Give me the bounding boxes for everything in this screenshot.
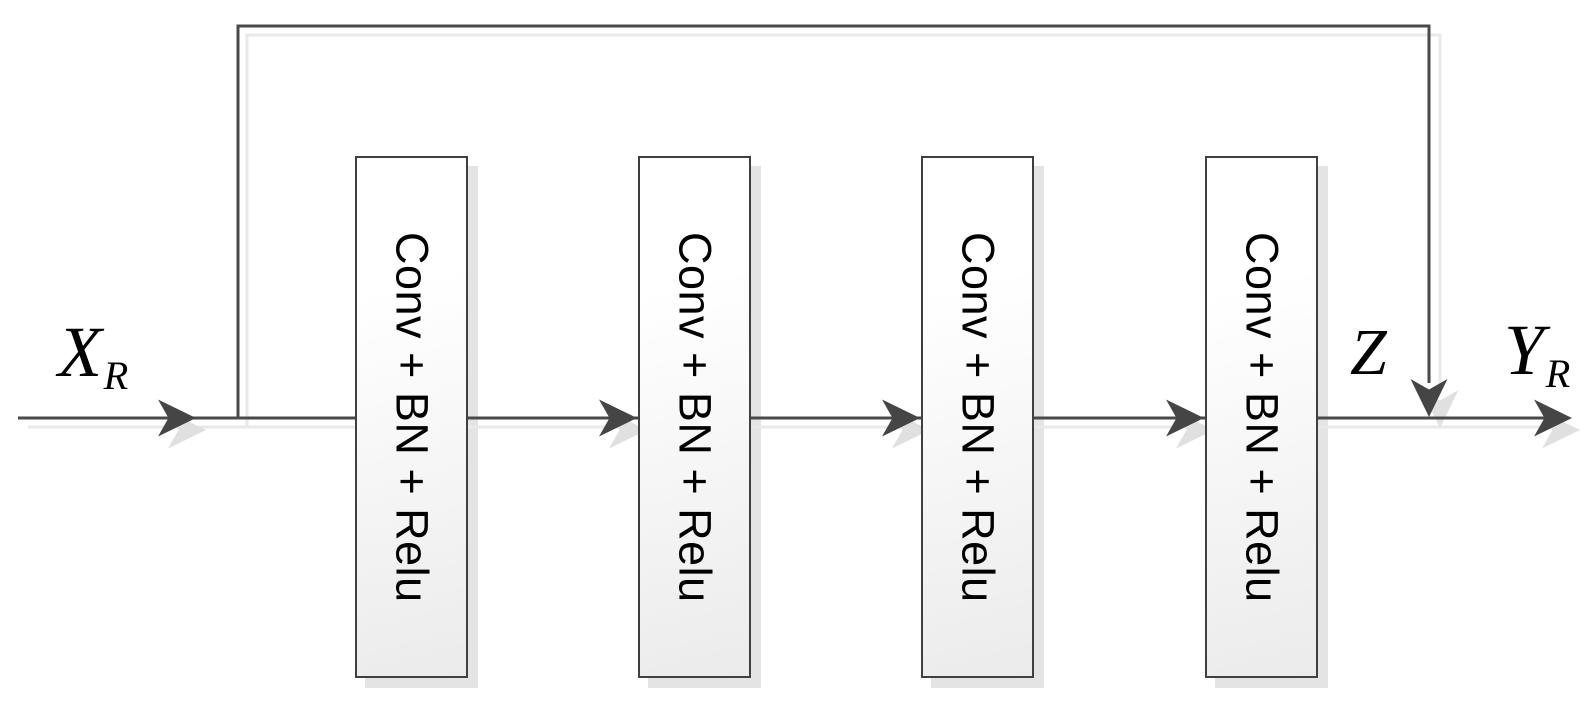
conv-block-3-label: Conv + BN + Relu	[952, 231, 1004, 603]
input-label-sub: R	[103, 352, 129, 398]
arrowhead-2-3	[882, 399, 920, 437]
conv-block-1-label: Conv + BN + Relu	[386, 231, 438, 603]
input-label: XR	[58, 316, 128, 396]
conv-block-2-label: Conv + BN + Relu	[669, 231, 721, 603]
conv-block-2: Conv + BN + Relu	[638, 156, 751, 678]
input-label-main: X	[58, 312, 102, 392]
merge-label-main: Z	[1350, 316, 1387, 389]
output-arrowhead	[1534, 399, 1572, 437]
skip-connection-shadow	[245, 33, 1442, 427]
conv-block-4-label: Conv + BN + Relu	[1236, 231, 1288, 603]
arrowhead-1-2	[599, 399, 637, 437]
conv-block-3: Conv + BN + Relu	[921, 156, 1034, 678]
output-label-main: Y	[1504, 310, 1545, 390]
conv-block-1: Conv + BN + Relu	[355, 156, 468, 678]
skip-connection-line	[236, 24, 1431, 418]
output-label-sub: R	[1545, 350, 1571, 396]
conv-block-4: Conv + BN + Relu	[1205, 156, 1318, 678]
input-arrowhead	[158, 399, 196, 437]
skip-down-arrowhead	[1410, 379, 1448, 417]
arrowhead-3-4	[1166, 399, 1204, 437]
merge-label: Z	[1350, 320, 1387, 386]
output-label: YR	[1504, 314, 1570, 394]
